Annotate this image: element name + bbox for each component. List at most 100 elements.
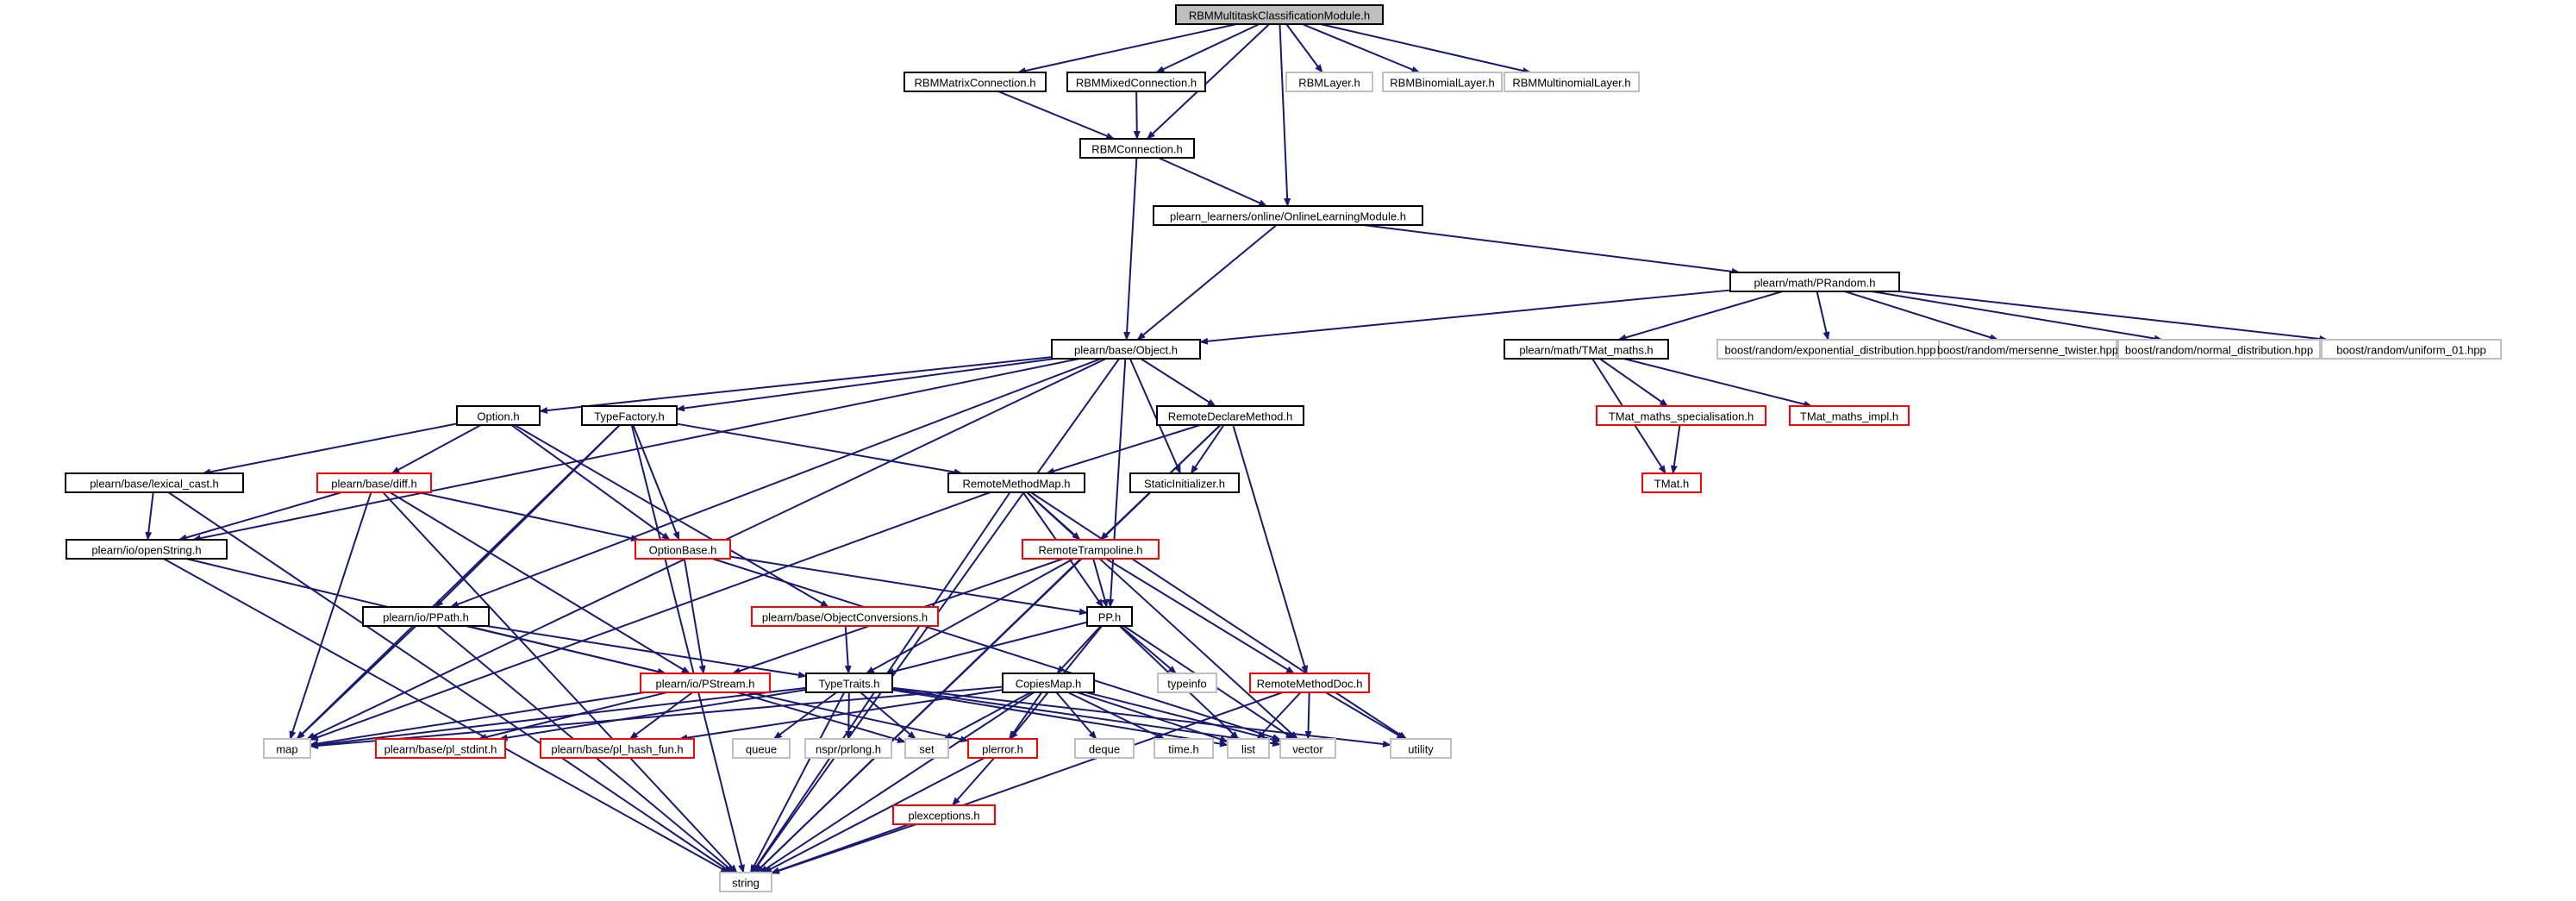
node-box[interactable]	[1641, 472, 1702, 493]
node-box[interactable]	[1249, 673, 1370, 693]
node-rdm[interactable]: RemoteDeclareMethod.h	[1156, 405, 1304, 426]
node-box[interactable]	[1129, 472, 1240, 493]
node-box[interactable]	[1285, 72, 1373, 92]
node-prandom[interactable]: plearn/math/PRandom.h	[1729, 272, 1900, 292]
node-box[interactable]	[581, 405, 678, 426]
node-timeh[interactable]: time.h	[1154, 738, 1214, 759]
node-box[interactable]	[540, 738, 695, 759]
node-pp[interactable]: PP.h	[1086, 606, 1133, 627]
node-box[interactable]	[1789, 405, 1910, 426]
node-pstream[interactable]: plearn/io/PStream.h	[640, 673, 771, 693]
node-set[interactable]: set	[904, 738, 949, 759]
node-uniform[interactable]: boost/random/uniform_01.hpp	[2321, 339, 2502, 360]
node-box[interactable]	[1154, 738, 1214, 759]
node-box[interactable]	[804, 738, 892, 759]
node-mixconn[interactable]: RBMMixedConnection.h	[1066, 72, 1206, 92]
node-box[interactable]	[1279, 738, 1336, 759]
node-plexc[interactable]: plexceptions.h	[892, 804, 996, 825]
node-list[interactable]: list	[1227, 738, 1270, 759]
node-box[interactable]	[1504, 72, 1640, 92]
node-utility[interactable]: utility	[1390, 738, 1452, 759]
node-box[interactable]	[732, 738, 791, 759]
node-box[interactable]	[263, 738, 311, 759]
node-box[interactable]	[2117, 339, 2321, 360]
node-option[interactable]: Option.h	[456, 405, 541, 426]
node-box[interactable]	[903, 72, 1047, 92]
node-lexcast[interactable]: plearn/base/lexical_cast.h	[65, 472, 244, 493]
node-box[interactable]	[1157, 673, 1217, 693]
node-vector[interactable]: vector	[1279, 738, 1336, 759]
node-rmm[interactable]: RemoteMethodMap.h	[947, 472, 1085, 493]
node-box[interactable]	[456, 405, 541, 426]
node-box[interactable]	[1382, 72, 1503, 92]
node-box[interactable]	[1079, 138, 1195, 159]
node-box[interactable]	[1074, 738, 1135, 759]
node-rmdoc[interactable]: RemoteMethodDoc.h	[1249, 673, 1370, 693]
node-rtramp[interactable]: RemoteTrampoline.h	[1022, 539, 1160, 560]
node-tmatimpl[interactable]: TMat_maths_impl.h	[1789, 405, 1910, 426]
node-box[interactable]	[2321, 339, 2502, 360]
node-map[interactable]: map	[263, 738, 311, 759]
node-box[interactable]	[316, 472, 432, 493]
node-box[interactable]	[375, 738, 506, 759]
node-box[interactable]	[640, 673, 771, 693]
node-openstring[interactable]: plearn/io/openString.h	[66, 539, 228, 560]
node-box[interactable]	[1938, 339, 2117, 360]
node-multinom[interactable]: RBMMultinomialLayer.h	[1504, 72, 1640, 92]
node-stdint[interactable]: plearn/base/pl_stdint.h	[375, 738, 506, 759]
node-tmatspec[interactable]: TMat_maths_specialisation.h	[1596, 405, 1766, 426]
node-box[interactable]	[1066, 72, 1206, 92]
node-matconn[interactable]: RBMMatrixConnection.h	[903, 72, 1047, 92]
node-box[interactable]	[947, 472, 1085, 493]
node-queue[interactable]: queue	[732, 738, 791, 759]
node-box[interactable]	[904, 738, 949, 759]
node-box[interactable]	[635, 539, 731, 560]
node-typefactory[interactable]: TypeFactory.h	[581, 405, 678, 426]
node-olm[interactable]: plearn_learners/online/OnlineLearningMod…	[1153, 205, 1423, 226]
node-box[interactable]	[719, 872, 772, 892]
edge-tmat-to-tmatspec	[1599, 358, 1669, 407]
node-box[interactable]	[967, 738, 1038, 759]
node-conn[interactable]: RBMConnection.h	[1079, 138, 1195, 159]
node-prlong[interactable]: nspr/prlong.h	[804, 738, 892, 759]
node-objconv[interactable]: plearn/base/ObjectConversions.h	[751, 606, 939, 627]
node-hashfun[interactable]: plearn/base/pl_hash_fun.h	[540, 738, 695, 759]
node-box[interactable]	[66, 539, 228, 560]
node-tmat[interactable]: plearn/math/TMat_maths.h	[1504, 339, 1669, 360]
node-ppath[interactable]: plearn/io/PPath.h	[362, 606, 490, 627]
node-box[interactable]	[1504, 339, 1669, 360]
node-box[interactable]	[1729, 272, 1900, 292]
node-box[interactable]	[362, 606, 490, 627]
node-box[interactable]	[892, 804, 996, 825]
node-box[interactable]	[1596, 405, 1766, 426]
node-layer[interactable]: RBMLayer.h	[1285, 72, 1373, 92]
node-normdist[interactable]: boost/random/normal_distribution.hpp	[2117, 339, 2321, 360]
node-copiesmap[interactable]: CopiesMap.h	[1002, 673, 1095, 693]
node-optionbase[interactable]: OptionBase.h	[635, 539, 731, 560]
node-box[interactable]	[1175, 4, 1384, 25]
node-box[interactable]	[1227, 738, 1270, 759]
node-box[interactable]	[1002, 673, 1095, 693]
node-expdist[interactable]: boost/random/exponential_distribution.hp…	[1716, 339, 1944, 360]
node-statinit[interactable]: StaticInitializer.h	[1129, 472, 1240, 493]
node-binom[interactable]: RBMBinomialLayer.h	[1382, 72, 1503, 92]
node-typeinfo[interactable]: typeinfo	[1157, 673, 1217, 693]
node-deque[interactable]: deque	[1074, 738, 1135, 759]
node-box[interactable]	[751, 606, 939, 627]
node-box[interactable]	[1086, 606, 1133, 627]
node-box[interactable]	[1156, 405, 1304, 426]
node-box[interactable]	[805, 673, 893, 693]
node-tmath[interactable]: TMat.h	[1641, 472, 1702, 493]
node-box[interactable]	[1390, 738, 1452, 759]
node-root[interactable]: RBMMultitaskClassificationModule.h	[1175, 4, 1384, 25]
node-plerror[interactable]: plerror.h	[967, 738, 1038, 759]
node-string[interactable]: string	[719, 872, 772, 892]
node-box[interactable]	[1153, 205, 1423, 226]
node-mersenne[interactable]: boost/random/mersenne_twister.hpp	[1937, 339, 2118, 360]
node-box[interactable]	[65, 472, 244, 493]
node-box[interactable]	[1051, 339, 1201, 360]
node-box[interactable]	[1022, 539, 1160, 560]
node-typetraits[interactable]: TypeTraits.h	[805, 673, 893, 693]
node-object[interactable]: plearn/base/Object.h	[1051, 339, 1201, 360]
node-diff[interactable]: plearn/base/diff.h	[316, 472, 432, 493]
